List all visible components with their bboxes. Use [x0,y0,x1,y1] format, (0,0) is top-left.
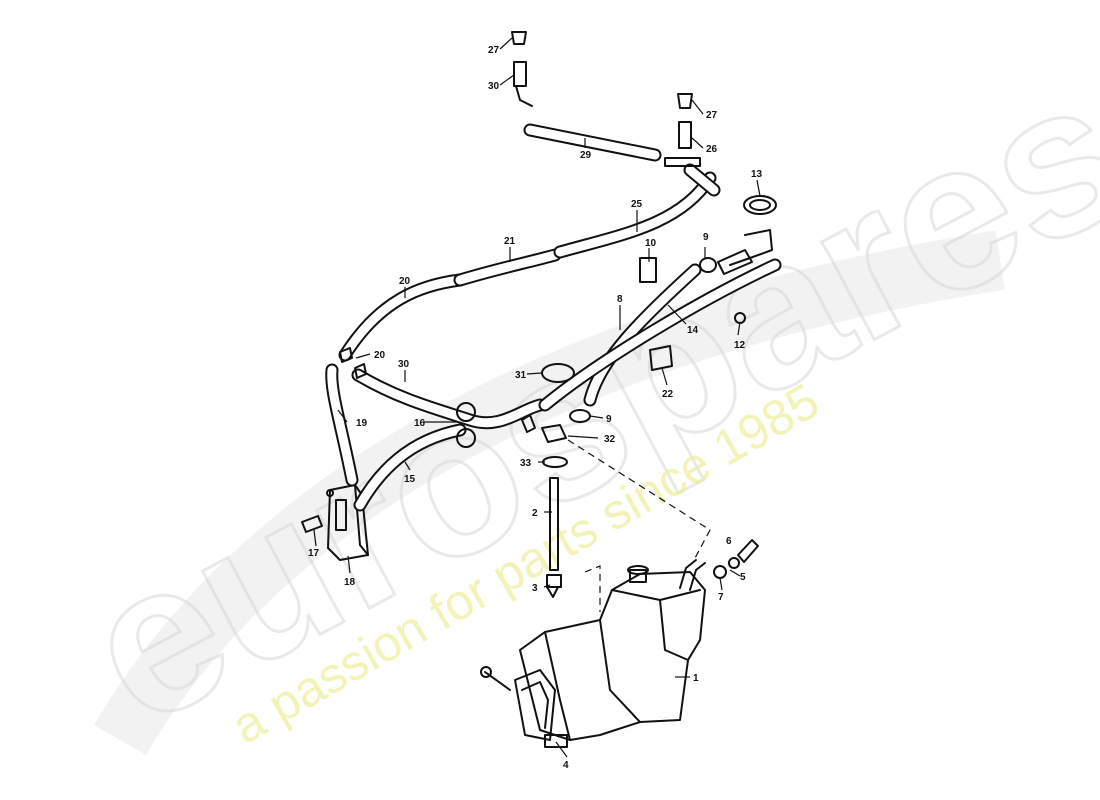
connectors [339,347,536,448]
callout-labels: 27 30 27 26 29 13 25 21 10 9 20 8 14 12 … [308,45,763,771]
callout-25: 25 [631,199,643,210]
pump-and-grommet [546,477,562,598]
callout-8: 8 [617,294,623,305]
callout-27: 27 [706,110,718,121]
callout-12: 13 [751,169,763,180]
callout-20: 20 [399,276,411,287]
callout-21: 21 [504,236,516,247]
callout-7: 7 [718,592,724,603]
reference-line [584,565,601,612]
callout-27: 27 [488,45,500,56]
callout-3: 3 [532,583,538,594]
callout-2: 2 [532,508,538,519]
reference-line [567,439,711,561]
callout-28: 29 [580,150,592,161]
callout-30: 30 [398,359,410,370]
callout-10: 10 [645,238,657,249]
leader-lines [313,37,761,758]
callout-22: 22 [662,389,674,400]
callout-5: 5 [740,572,746,583]
callout-15: 16 [414,418,426,429]
callout-16: 17 [308,548,320,559]
callout-14: 15 [404,474,416,485]
hoses [325,123,782,512]
callout-32: 32 [604,434,616,445]
callout-18: 19 [356,418,368,429]
callout-9: 9 [703,232,709,243]
callout-9: 9 [606,414,612,425]
callout-11: 12 [734,340,746,351]
callout-29: 30 [488,81,500,92]
callout-31: 31 [515,370,527,381]
callout-17: 18 [344,577,356,588]
reservoir [480,559,706,748]
callout-4: 4 [563,760,569,771]
callout-6: 6 [726,536,732,547]
nozzles [511,31,701,167]
callout-1: 1 [693,673,699,684]
callout-13: 14 [687,325,699,336]
callout-26: 26 [706,144,718,155]
callout-33: 33 [520,458,532,469]
callout-19: 20 [374,350,386,361]
